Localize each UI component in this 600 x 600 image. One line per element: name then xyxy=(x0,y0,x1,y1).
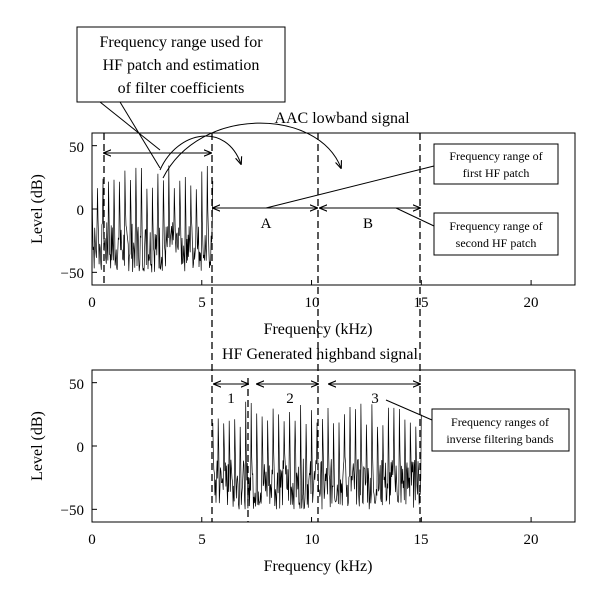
top-ylabel: Level (dB) xyxy=(29,174,46,244)
spectrum-line xyxy=(212,401,422,510)
bottom-xlabel: Frequency (kHz) xyxy=(264,558,373,575)
second-patch-box xyxy=(433,212,559,256)
top-y-tick-label: 50 xyxy=(69,140,84,156)
second-patch-line-2: second HF patch xyxy=(456,236,537,250)
coeff-range-callout: Frequency range used for HF patch and es… xyxy=(76,26,286,169)
inverse-filter-leader xyxy=(385,399,433,421)
second-patch-line-1: Frequency range of xyxy=(449,219,542,233)
top-axis-ticks xyxy=(91,145,532,285)
first-patch-line-1: Frequency range of xyxy=(449,149,542,163)
bottom-x-tick-label: 20 xyxy=(524,532,539,548)
top-y-tick-label: −50 xyxy=(61,266,84,282)
bottom-panel: HF Generated highband signal Level (dB) … xyxy=(29,346,576,575)
coeff-callout-leader xyxy=(99,101,161,151)
bottom-x-tick-label: 15 xyxy=(414,532,429,548)
inverse-filter-callout: Frequency ranges of inverse filtering ba… xyxy=(385,399,570,452)
top-x-tick-label: 5 xyxy=(198,295,206,311)
patch-a-label: A xyxy=(261,216,272,232)
bottom-y-tick-label: −50 xyxy=(61,503,84,519)
top-spectrum-trace xyxy=(91,165,214,273)
bottom-axis-ticks xyxy=(91,382,532,522)
top-xlabel: Frequency (kHz) xyxy=(264,321,373,338)
second-patch-callout: Frequency range of second HF patch xyxy=(395,207,559,256)
first-patch-callout: Frequency range of first HF patch xyxy=(265,143,559,209)
coeff-range-line-2: HF patch and estimation xyxy=(103,57,260,74)
inverse-filter-line-1: Frequency ranges of xyxy=(451,415,549,429)
bottom-y-tick-label: 50 xyxy=(69,377,84,393)
top-x-tick-label: 10 xyxy=(305,295,320,311)
coeff-range-box xyxy=(76,26,286,103)
patch-b-label: B xyxy=(363,216,373,232)
top-x-tick-label: 15 xyxy=(414,295,429,311)
bottom-x-tick-label: 5 xyxy=(198,532,206,548)
bottom-y-tick-label: 0 xyxy=(77,440,85,456)
copy-arc-arrow-2 xyxy=(162,122,341,179)
inverse-filter-line-2: inverse filtering bands xyxy=(446,432,554,446)
copy-arc-arrow-1 xyxy=(159,135,241,171)
band-1-label: 1 xyxy=(227,391,235,407)
bottom-x-tick-label: 10 xyxy=(305,532,320,548)
second-patch-leader xyxy=(395,207,435,227)
band-2-label: 2 xyxy=(286,391,294,407)
first-patch-line-2: first HF patch xyxy=(463,166,530,180)
first-patch-box xyxy=(433,143,559,185)
first-patch-leader xyxy=(265,165,435,209)
dashed-boundaries xyxy=(103,133,421,522)
top-y-tick-label: 0 xyxy=(77,203,85,219)
coeff-range-line-1: Frequency range used for xyxy=(99,34,263,51)
top-panel: AAC lowband signal Level (dB) Frequency … xyxy=(29,110,576,338)
top-x-tick-label: 0 xyxy=(88,295,96,311)
bottom-x-tick-label: 0 xyxy=(88,532,96,548)
bottom-spectrum-trace xyxy=(212,401,422,510)
band-3-label: 3 xyxy=(371,391,379,407)
top-x-tick-label: 20 xyxy=(524,295,539,311)
spectrum-line xyxy=(91,165,214,273)
coeff-range-line-3: of filter coefficients xyxy=(118,80,245,97)
bottom-title: HF Generated highband signal xyxy=(222,346,419,363)
top-title: AAC lowband signal xyxy=(274,110,410,127)
coeff-callout-leader xyxy=(119,101,161,169)
bottom-ylabel: Level (dB) xyxy=(29,411,46,481)
inverse-filter-box xyxy=(431,408,570,452)
